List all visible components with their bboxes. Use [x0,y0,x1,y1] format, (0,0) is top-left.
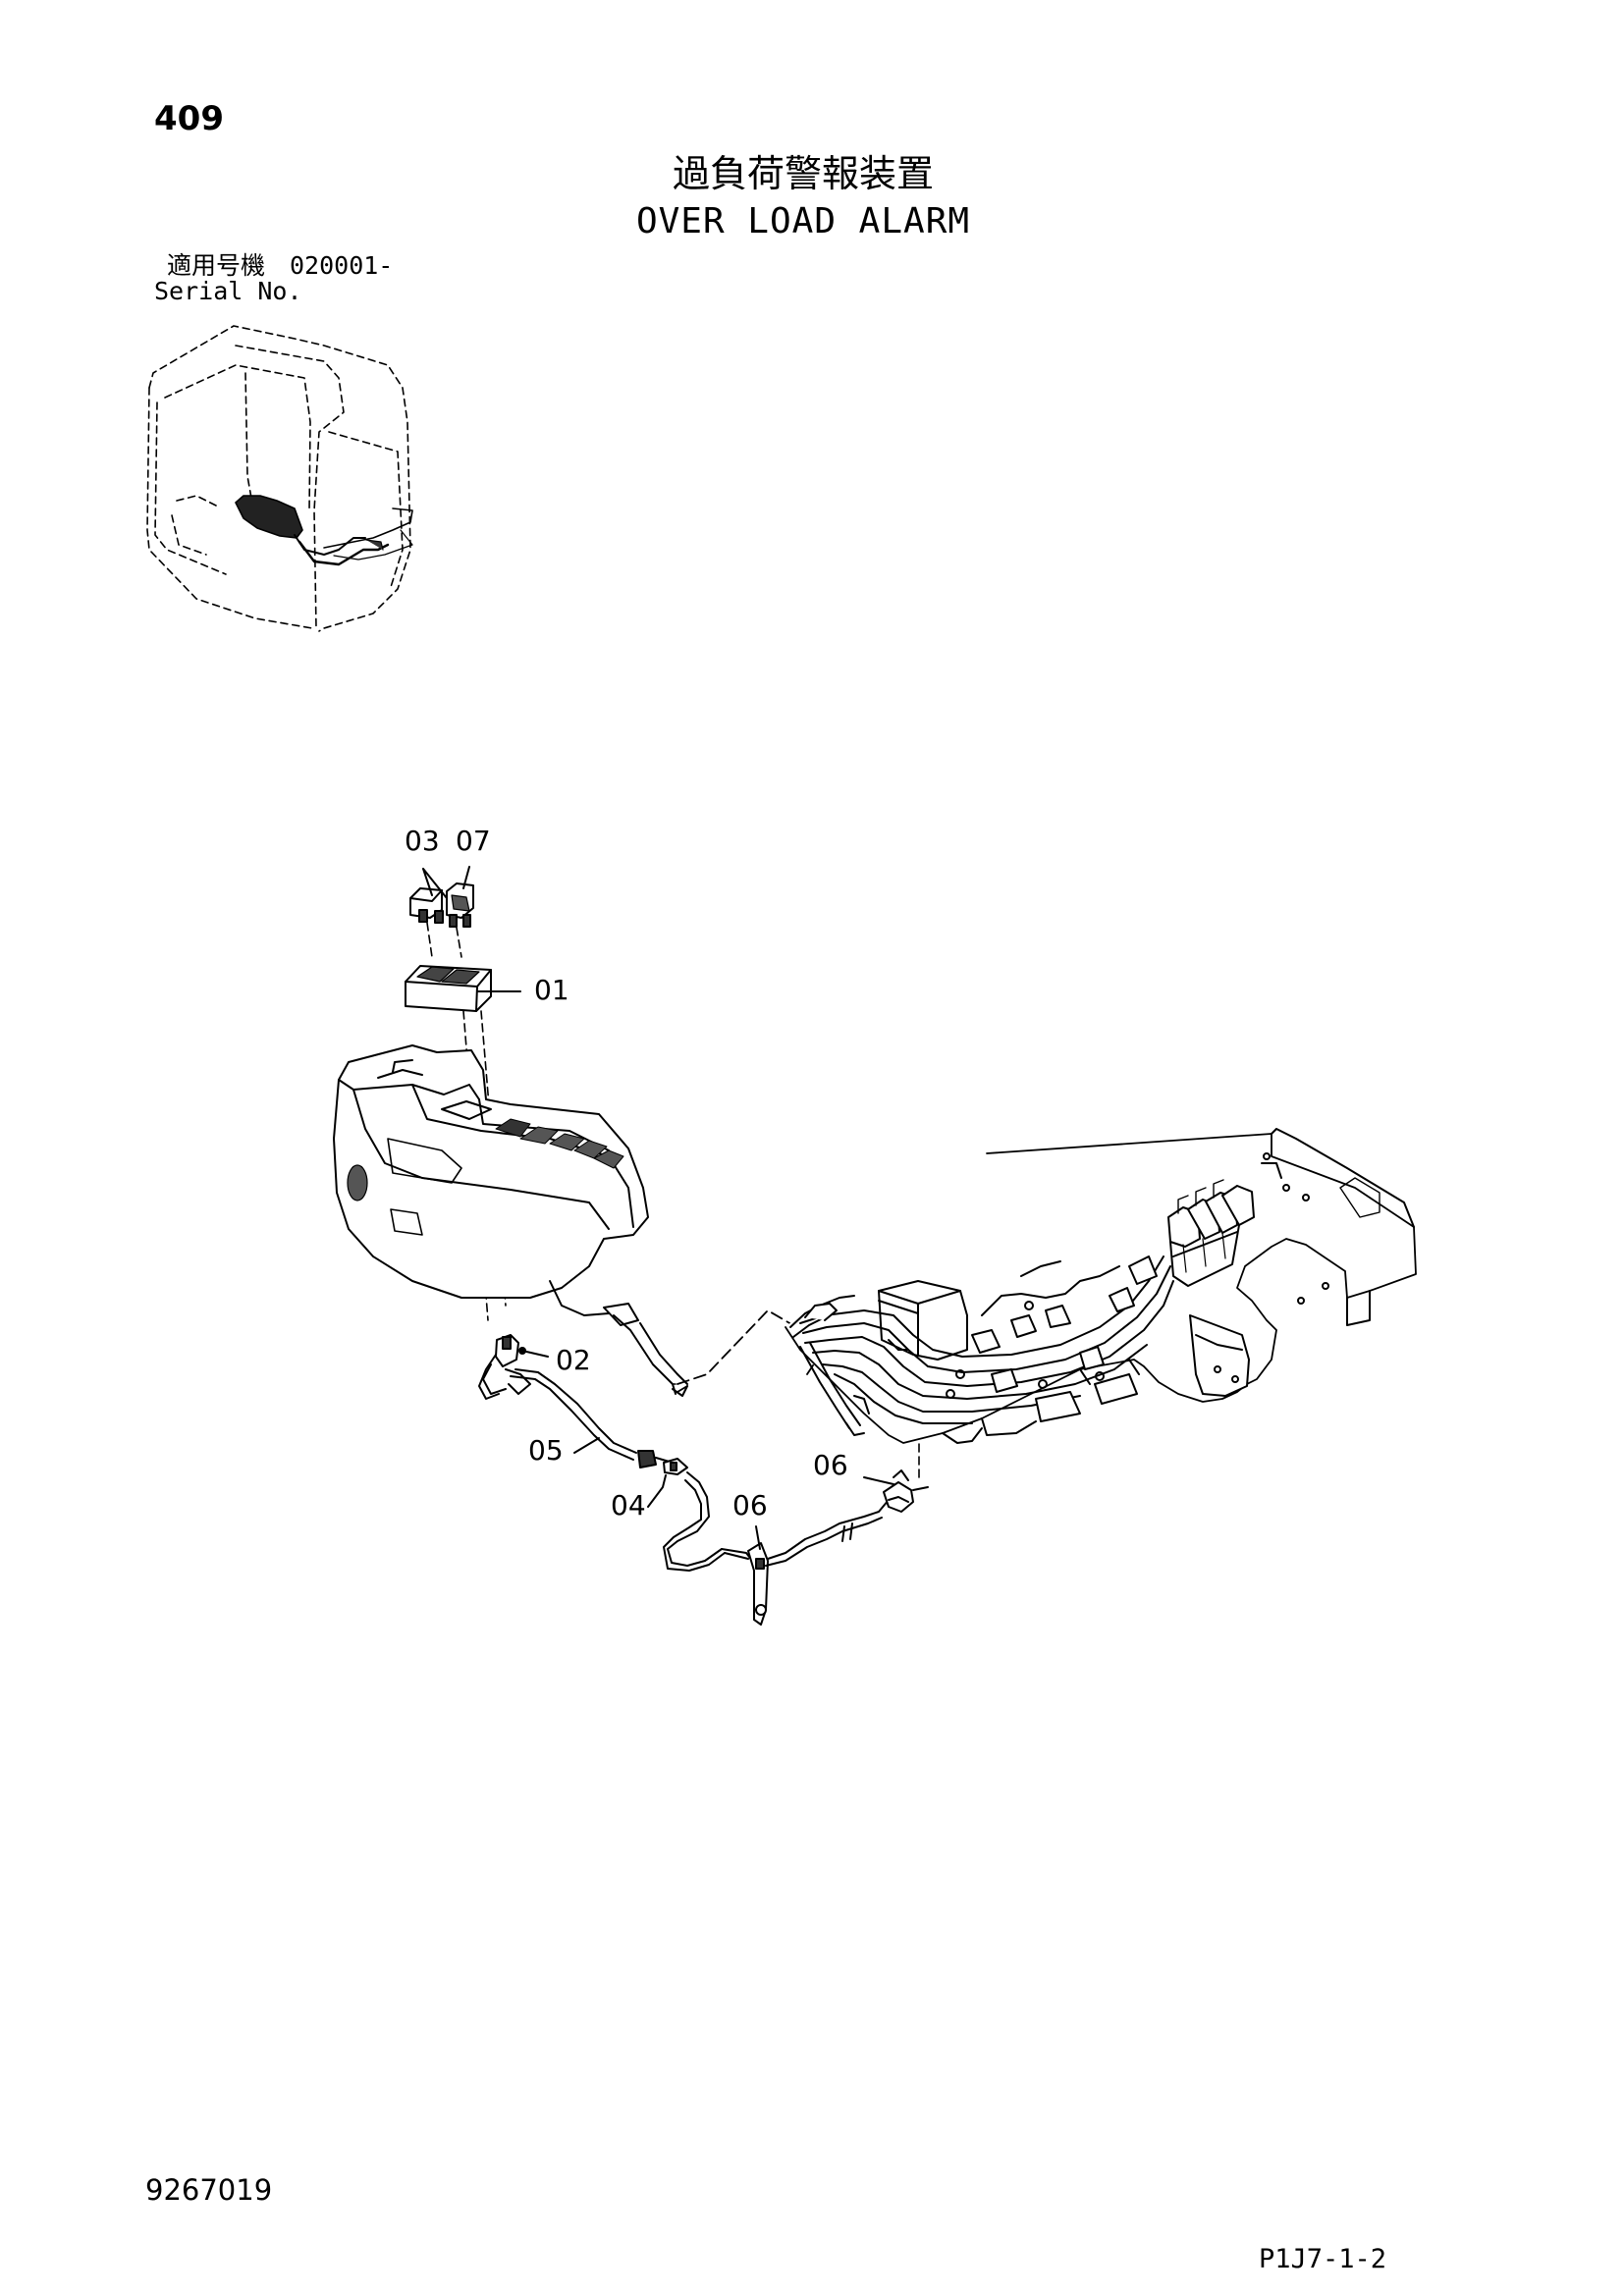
callout-05: 05 [528,1434,564,1467]
harness-05 [478,1334,688,1508]
main-frame-assembly [785,1128,1417,1444]
cab-overview-illustration [146,325,413,632]
serial-label-english: Serial No. [154,277,302,305]
callout-02: 02 [556,1344,591,1376]
relay-block [1167,1179,1255,1287]
callout-06-upper: 06 [813,1449,848,1481]
title-japanese: 過負荷警報装置 [672,152,934,195]
harness-04-06 [663,1309,929,1626]
callout-03: 03 [405,825,440,857]
page-number: 409 [154,99,224,138]
switch-assembly [405,866,521,1321]
callout-04: 04 [611,1489,646,1522]
right-console [333,1044,688,1397]
title-english: OVER LOAD ALARM [635,201,971,241]
callout-01: 01 [534,974,569,1006]
document-code: 9267019 [145,2173,273,2207]
callout-06-lower: 06 [732,1489,768,1522]
page-code: P1J7-1-2 [1259,2244,1387,2274]
callout-07: 07 [456,825,491,857]
callouts: 03 07 01 02 05 04 06 06 [405,825,848,1522]
serial-label-japanese: 適用号機 020001- [167,251,394,280]
